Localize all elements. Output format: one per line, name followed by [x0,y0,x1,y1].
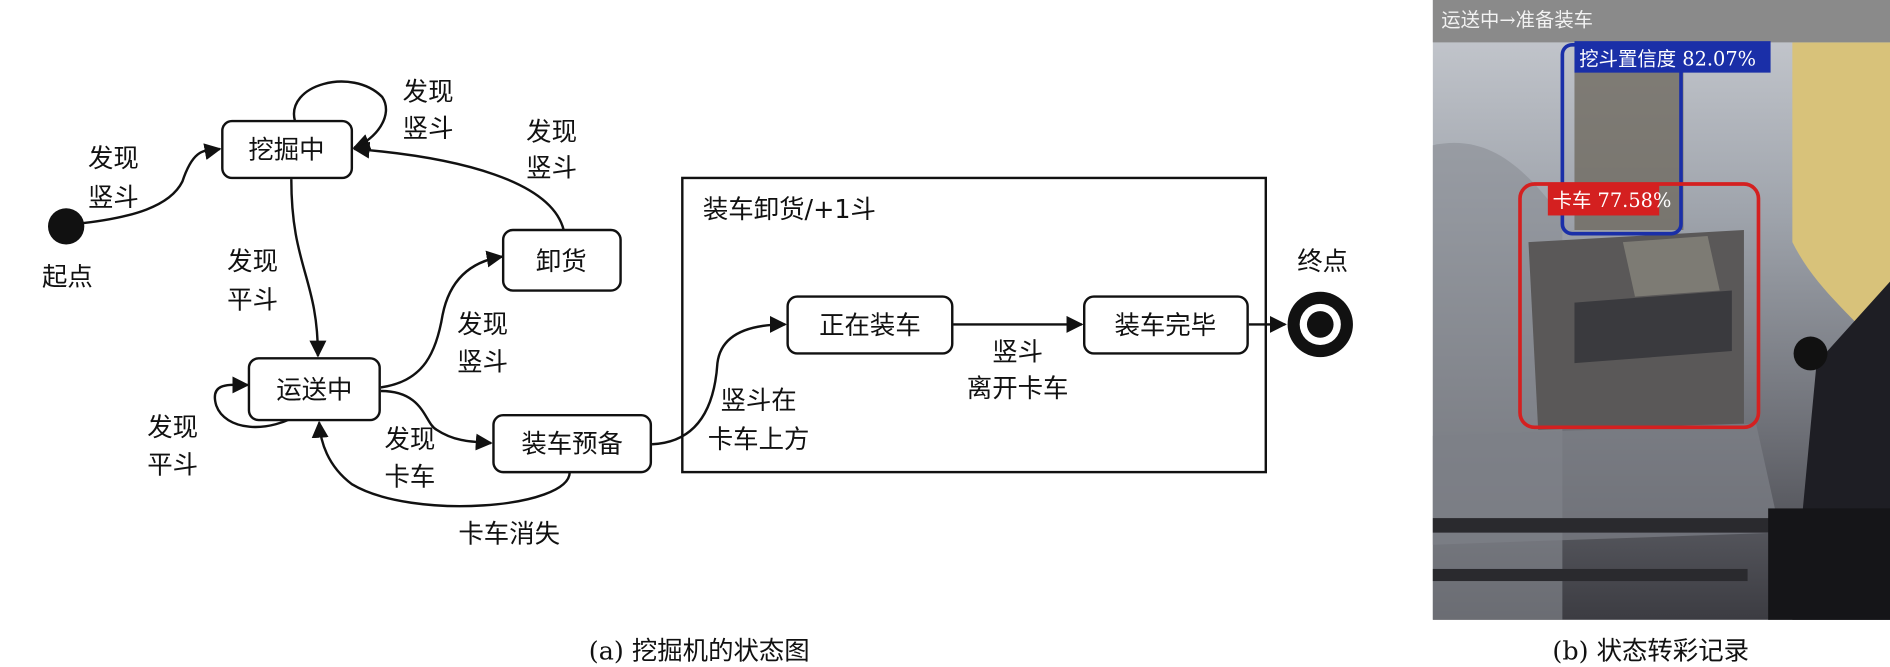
edge-label-line: 离开卡车 [967,373,1069,403]
edge-label-line: 发现 [385,424,436,454]
composite-state-label: 装车卸货/+1斗 [703,194,876,224]
edge-unloading-to-digging [352,141,565,231]
state-transporting-label: 运送中 [276,374,352,404]
edge-label-load-prep-to-transporting: 卡车消失 [458,518,560,548]
edge-label-line: 发现 [403,76,454,106]
bucket-label: 挖斗置信度 82.07% [1579,47,1756,70]
edge-load-prep-to-loading [651,315,787,446]
truck-label: 卡车 77.58% [1553,189,1672,212]
state-digging-label: 挖掘中 [248,135,324,165]
edge-label-line: 平斗 [227,285,278,315]
state-load-done-label: 装车完毕 [1114,310,1216,340]
edge-label-digging-to-transporting: 发现 平斗 [227,246,278,315]
edge-label-digging-self: 发现 竖斗 [403,76,454,142]
edge-label-transporting-self: 发现 平斗 [147,412,198,480]
state-load-prep-label: 装车预备 [521,429,623,459]
edge-start-to-digging [75,143,222,226]
truck-label-bg [1547,184,1660,216]
edge-label-unloading-to-digging: 发现 竖斗 [526,116,577,182]
start-node [48,208,85,245]
edge-label-line: 发现 [227,246,278,276]
edge-label-line: 发现 [147,412,198,442]
edge-digging-to-transporting [290,179,327,358]
state-digging [221,119,354,180]
edge-label-line: 竖斗 [403,113,454,143]
edge-label-line: 竖斗 [992,337,1043,367]
edge-load-prep-to-transporting [311,420,571,508]
end-node [1287,291,1353,358]
edge-label-load-prep-to-loading: 竖斗在 卡车上方 [708,385,810,454]
edge-label-line: 卡车 [385,461,436,491]
edge-label-line: 卡车上方 [708,424,810,454]
caption-a: (a) 挖掘机的状态图 [589,636,810,666]
edge-label-line: 竖斗 [457,346,508,376]
state-load-done [1083,295,1249,355]
edge-label-line: 竖斗 [526,153,577,183]
start-label: 起点 [42,262,93,292]
edge-transporting-to-unloading [380,250,504,389]
status-bar [1432,0,1890,43]
end-label: 终点 [1297,246,1348,276]
edge-transporting-to-load-prep [380,389,493,451]
edge-label-line: 发现 [457,309,508,339]
edge-label-start-to-digging: 发现 竖斗 [88,143,139,212]
state-loading-label: 正在装车 [819,310,921,340]
edge-label-loading-to-done: 竖斗 离开卡车 [967,337,1069,403]
edge-label-line: 竖斗在 [720,385,796,415]
edge-label-line: 发现 [526,116,577,146]
caption-b: (b) 状态转彩记录 [1552,636,1749,666]
state-loading [786,295,954,355]
composite-state-loading [681,176,1267,474]
edge-transporting-self [213,376,305,429]
edge-label-line: 平斗 [147,449,198,479]
edge-label-line: 竖斗 [88,182,139,212]
edge-label-transporting-to-unloading: 发现 竖斗 [457,309,508,377]
state-diagram: 起点 终点 装车卸货/+1斗 挖掘中 卸货 运送中 装车预备 正在装车 装车完毕… [42,76,1353,666]
detection-photo: 运送中→准备装车 挖斗置信度 82.07% 卡车 77.58% [1432,0,1890,620]
status-bar-text: 运送中→准备装车 [1441,9,1593,32]
edge-label-line: 发现 [88,143,139,173]
bucket-label-bg [1574,41,1771,73]
edge-label-transporting-to-load-prep: 发现 卡车 [385,424,436,492]
edge-digging-self [292,80,388,151]
state-unloading-label: 卸货 [536,246,587,276]
state-load-prep [492,414,653,474]
state-unloading [501,228,622,292]
state-transporting [247,357,381,422]
